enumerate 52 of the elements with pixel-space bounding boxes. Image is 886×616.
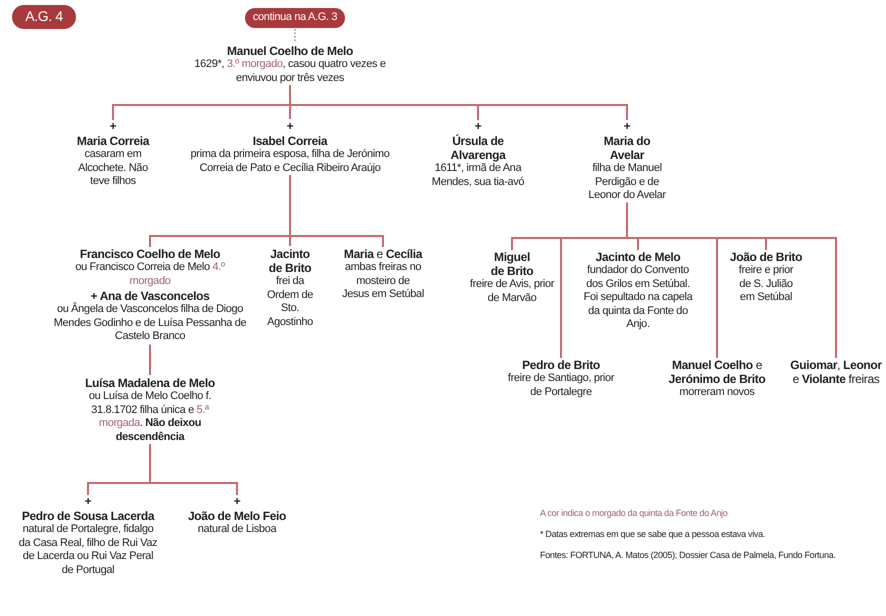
marriage-mark: + (622, 120, 632, 132)
person-name: Maria e Cecília (344, 247, 422, 261)
person-description: ou Luísa de Melo Coelho f. 31.8.1702 filha única e 5.ª morgada. Não deixou descendência (88, 390, 212, 444)
person-description: morreram novos (679, 386, 755, 400)
dotted-connector (294, 29, 296, 43)
continuation-tag: continua na A.G. 3 (245, 8, 345, 28)
person-name: Manuel Coelho de Melo (227, 44, 353, 58)
person-name: Manuel Coelho e Jerónimo de Brito (668, 358, 766, 386)
marriage-mark: + (108, 120, 118, 132)
person-description: casaram em Alcochete. Não teve filhos (77, 148, 149, 188)
footnote-text: Fontes: FORTUNA, A. Matos (2005); Dossier Casa de Palmela, Fundo Fortuna. (540, 550, 836, 561)
person-description: freire de Santiago, prior de Portalegre (506, 372, 616, 399)
person-description: 1611*, irmã de Ana Mendes, sua tia-avó (430, 162, 526, 189)
family-line (289, 85, 628, 120)
person-description: filha de Manuel Perdigão e de Leonor do Avelar (587, 162, 667, 202)
footnote-text: * Datas extremas em que se sabe que a pessoa estava viva. (540, 529, 766, 540)
person-description: prima da primeira esposa, filha de Jerónimo Correia de Pato e Cecília Ribeiro Araújo (190, 148, 390, 175)
person-description: natural de Lisboa (198, 523, 276, 536)
person-name: Miguel de Brito (490, 250, 534, 278)
person-description: 1629*, 3.º morgado, casou quatro vezes e enviuvou por três vezes (193, 58, 387, 85)
marriage-mark: + (232, 495, 242, 507)
marriage-mark: + (474, 120, 482, 132)
person-name: João de Brito (730, 250, 802, 264)
person-description: ambas freiras no mosteiro de Jesus em Setúbal (342, 261, 424, 302)
person-description: ou Francisco Correia de Melo 4.º morgado (75, 261, 225, 288)
person-description: freire e prior de S. Julião em Setúbal (738, 264, 794, 304)
person-name: Isabel Correia (252, 134, 328, 148)
person-description: frei da Ordem de Sto. Agostinho (266, 275, 314, 329)
person-name: Maria Correia (76, 134, 150, 148)
person-name: Pedro de Sousa Lacerda (22, 509, 154, 523)
legend-note: A cor indica o morgado da quinta da Fonte do Anjo (540, 508, 728, 519)
person-name: Francisco Coelho de Melo (80, 247, 220, 261)
person-name: Úrsula de Alvarenga (450, 134, 507, 162)
badge-label: A.G. 4 (12, 5, 76, 29)
marriage-mark: + (286, 120, 294, 132)
person-name: + Ana de Vasconcelos (90, 289, 210, 303)
person-name: Guiomar, Leonor e Violante freiras (789, 358, 883, 386)
person-name: Jacinto de Brito (268, 247, 312, 275)
family-line (289, 175, 384, 247)
person-description: natural de Portalegre, fidalgo da Casa Real, filho de Rui Vaz de Lacerda ou Rui Vaz Peral de Portugal (18, 523, 158, 577)
person-name: Luísa Madalena de Melo (85, 376, 215, 390)
person-name: Jacinto de Melo (596, 250, 680, 264)
family-line (149, 344, 151, 375)
person-description: freire de Avis, prior de Marvão (468, 278, 556, 305)
marriage-mark: + (84, 495, 92, 507)
person-name: Pedro de Brito (522, 358, 600, 372)
person-description: ou Ângela de Vasconcelos filha de Diogo Mendes Godinho e de Luísa Pessanha de Castelo Branco (52, 303, 248, 344)
person-name: Maria do Avelar (602, 134, 652, 162)
person-description: fundador do Convento dos Grilos em Setúbal. Foi sepultado na capela da quinta da Fonte do Anjo. (582, 264, 694, 332)
person-name: João de Melo Feio (188, 509, 286, 523)
family-line (626, 202, 837, 358)
family-line (149, 444, 238, 495)
